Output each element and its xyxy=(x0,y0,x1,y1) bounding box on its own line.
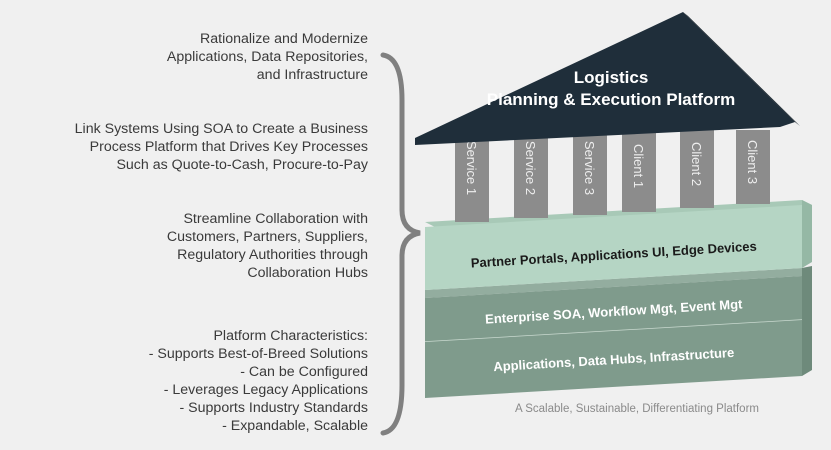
text-line: Customers, Partners, Suppliers, xyxy=(166,229,368,245)
base-slab-top-face xyxy=(425,268,802,298)
pillar-client-3 xyxy=(736,130,770,204)
platform-title-line2: Planning & Execution Platform xyxy=(487,90,735,109)
text-line: - Supports Industry Standards xyxy=(179,400,368,416)
pillar-client-1 xyxy=(622,130,656,212)
pillar-service-2 xyxy=(514,130,548,218)
base-slab-side xyxy=(802,266,812,376)
pillar-label: Client 3 xyxy=(745,140,760,184)
roof-face xyxy=(415,12,795,145)
pillar-label: Service 2 xyxy=(523,141,538,195)
goal-streamline-collaboration: Streamline Collaboration with Customers,… xyxy=(167,210,368,282)
text-line: - Supports Best-of-Breed Solutions xyxy=(148,346,368,362)
text-line: Platform Characteristics: xyxy=(213,328,368,344)
pillar-service-3 xyxy=(573,130,607,215)
text-line: - Leverages Legacy Applications xyxy=(163,382,368,398)
top-slab-side xyxy=(802,200,812,268)
platform-characteristics: Platform Characteristics: - Supports Bes… xyxy=(149,327,368,435)
pillar-labels: Service 1 Service 2 Service 3 Client 1 C… xyxy=(464,140,760,195)
text-line: Collaboration Hubs xyxy=(247,265,368,281)
roof-side xyxy=(683,12,800,126)
goal-link-systems: Link Systems Using SOA to Create a Busin… xyxy=(75,120,368,174)
text-line: Process Platform that Drives Key Process… xyxy=(89,139,368,155)
text-line: Such as Quote-to-Cash, Procure-to-Pay xyxy=(116,157,368,173)
curly-brace xyxy=(380,52,421,436)
roof xyxy=(415,12,800,145)
pillar-label: Service 1 xyxy=(464,141,479,195)
platform-title-line1: Logistics xyxy=(574,68,649,87)
goal-rationalize: Rationalize and Modernize Applications, … xyxy=(167,30,368,84)
pillar-label: Service 3 xyxy=(582,141,597,195)
pillars xyxy=(455,130,770,222)
base-slab xyxy=(424,266,812,398)
pillar-label: Client 1 xyxy=(631,144,646,188)
text-line: - Expandable, Scalable xyxy=(222,418,368,434)
text-line: Rationalize and Modernize xyxy=(200,31,368,47)
pillar-label: Client 2 xyxy=(689,142,704,186)
text-line: Link Systems Using SOA to Create a Busin… xyxy=(74,121,368,137)
text-line: and Infrastructure xyxy=(256,67,368,83)
text-line: Streamline Collaboration with xyxy=(183,211,368,227)
top-layer-face xyxy=(425,205,802,290)
top-slab-top-face xyxy=(425,200,812,227)
text-line: Applications, Data Repositories, xyxy=(166,49,368,65)
text-line: Regulatory Authorities through xyxy=(177,247,368,263)
pillar-client-2 xyxy=(680,130,714,208)
text-line: - Can be Configured xyxy=(240,364,368,380)
pillar-service-1 xyxy=(455,130,489,222)
top-slab xyxy=(425,200,812,290)
bottom-layer-face xyxy=(425,320,802,398)
platform-caption: A Scalable, Sustainable, Differentiating… xyxy=(515,403,759,415)
